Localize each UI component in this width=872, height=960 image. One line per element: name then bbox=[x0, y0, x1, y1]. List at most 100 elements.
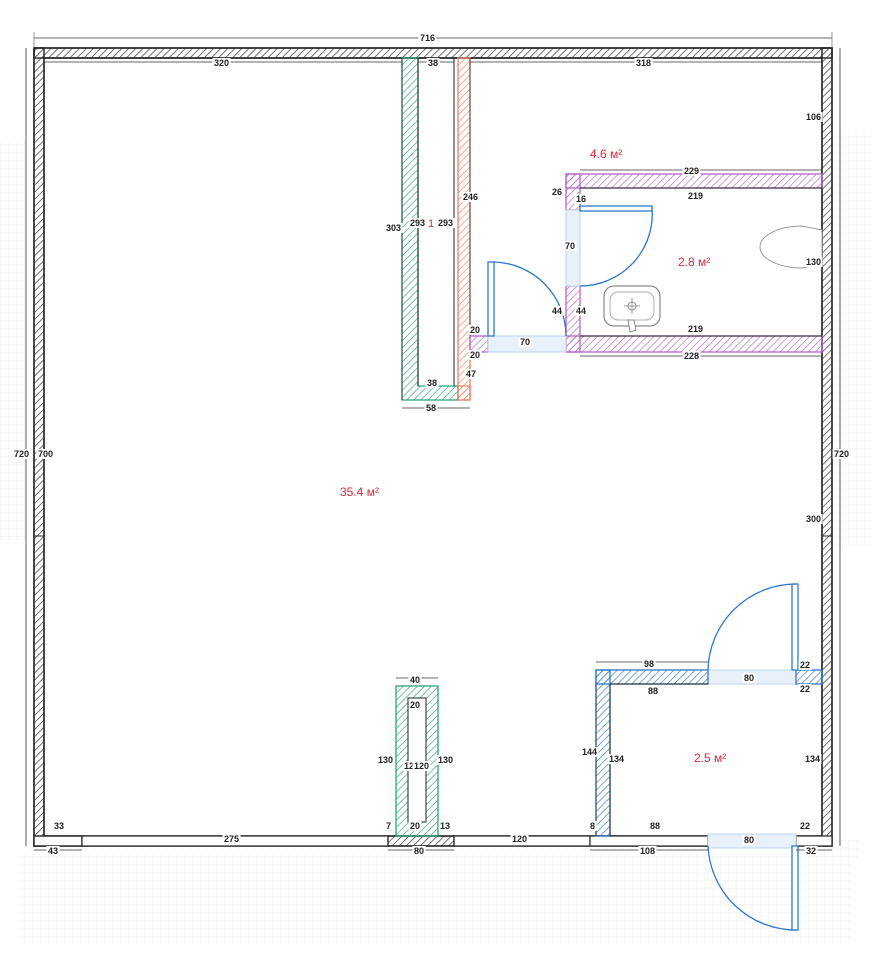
doors bbox=[487, 205, 799, 931]
dim-shaft-left: 303 bbox=[386, 223, 401, 233]
dim-label-backing bbox=[384, 223, 403, 233]
dim-label-backing bbox=[436, 755, 455, 765]
dim-shaft-inner-a: 293 bbox=[410, 218, 425, 228]
dim-label-backing bbox=[464, 369, 478, 379]
dim-label-backing bbox=[742, 673, 756, 683]
dim-label-backing bbox=[408, 675, 422, 685]
dim-closet-inner-top: 219 bbox=[688, 191, 703, 201]
dim-entry-right-top-a: 22 bbox=[800, 660, 810, 670]
dim-label-backing bbox=[212, 58, 231, 68]
bathroom-area: 2.8 м² bbox=[678, 255, 710, 269]
dim-bath-wall-b: 44 bbox=[576, 306, 586, 316]
dim-entry-bottom-inner: 88 bbox=[650, 821, 660, 831]
dim-shaft-mark: 1 bbox=[428, 218, 434, 230]
dim-right-outer: 720 bbox=[834, 449, 849, 459]
room-area-labels: 35.4 м² 4.6 м² 2.8 м² 2.5 м² bbox=[340, 147, 726, 765]
blue-entry-walls bbox=[595, 669, 823, 837]
dim-label-backing bbox=[518, 337, 532, 347]
dim-bottom-left: 43 bbox=[48, 846, 58, 856]
dim-entry-top: 98 bbox=[644, 659, 654, 669]
dim-duct-bottom: 80 bbox=[414, 846, 424, 856]
dim-label-backing bbox=[510, 834, 529, 844]
dim-stub-top: 20 bbox=[470, 325, 480, 335]
dim-duct-inner-right: 120 bbox=[414, 761, 429, 771]
dim-duct-bottom-l: 7 bbox=[386, 821, 391, 831]
dim-label-backing bbox=[803, 754, 822, 764]
dim-closet-left: 26 bbox=[552, 187, 562, 197]
dim-label-backing bbox=[384, 821, 393, 831]
dim-label-backing bbox=[468, 350, 482, 360]
dim-label-backing bbox=[574, 194, 588, 204]
dim-label-backing bbox=[580, 747, 599, 757]
dim-entry-top-inner: 88 bbox=[648, 686, 658, 696]
dim-bottom-gap: 120 bbox=[512, 834, 527, 844]
dim-bath-bottom-inner: 219 bbox=[688, 324, 703, 334]
dim-label-backing bbox=[832, 449, 851, 459]
dim-entry-door-bottom: 80 bbox=[744, 835, 754, 845]
dim-duct-inner-top: 20 bbox=[410, 700, 420, 710]
dim-label-backing bbox=[607, 754, 626, 764]
dim-bottom-entry: 108 bbox=[640, 846, 655, 856]
dim-top-mid: 38 bbox=[428, 58, 438, 68]
dim-coral-height: 246 bbox=[463, 192, 478, 202]
dim-closet-top: 229 bbox=[684, 166, 699, 176]
dim-bottom-mid: 275 bbox=[224, 834, 239, 844]
dim-label-backing bbox=[461, 192, 480, 202]
dim-shaft-gap: 47 bbox=[466, 369, 476, 379]
dim-hall-door: 70 bbox=[520, 337, 530, 347]
dim-label-backing bbox=[222, 834, 241, 844]
dim-label-backing bbox=[588, 821, 597, 831]
dim-entry-bottom-left: 8 bbox=[590, 821, 595, 831]
dim-closet-wall: 16 bbox=[576, 194, 586, 204]
dim-label-backing bbox=[574, 306, 588, 316]
main-room-area: 35.4 м² bbox=[340, 485, 379, 499]
dim-label-backing bbox=[648, 821, 662, 831]
dim-entry-right-top-b: 22 bbox=[800, 684, 810, 694]
dim-label-backing bbox=[550, 187, 564, 197]
entry-area: 2.5 м² bbox=[694, 751, 726, 765]
dim-entry-right: 134 bbox=[805, 754, 820, 764]
dim-label-backing bbox=[804, 257, 823, 267]
dim-label-backing bbox=[408, 821, 422, 831]
dim-duct-right: 130 bbox=[438, 755, 453, 765]
dim-label-backing bbox=[798, 660, 812, 670]
dim-stub-bottom: 20 bbox=[470, 350, 480, 360]
dim-label-backing bbox=[686, 324, 705, 334]
dim-label-backing bbox=[412, 761, 431, 771]
dim-duct-top: 40 bbox=[410, 675, 420, 685]
dimension-lines bbox=[25, 32, 841, 851]
dim-label-backing bbox=[798, 821, 812, 831]
dim-label-backing bbox=[425, 378, 439, 388]
dim-bath-bottom-outer: 228 bbox=[684, 351, 699, 361]
dim-label-backing bbox=[804, 846, 818, 856]
dim-label-backing bbox=[804, 112, 823, 122]
violet-walls bbox=[469, 173, 823, 353]
dim-label-backing bbox=[646, 686, 660, 696]
dim-label-backing bbox=[412, 846, 426, 856]
dim-top-right: 318 bbox=[636, 58, 651, 68]
dim-label-backing bbox=[642, 659, 656, 669]
dim-label-backing bbox=[36, 449, 55, 459]
dim-label-backing bbox=[634, 58, 653, 68]
dim-entry-door-top: 80 bbox=[744, 673, 754, 683]
dim-label-backing bbox=[12, 449, 31, 459]
dim-label-backing bbox=[46, 846, 60, 856]
dim-duct-bottom-inner: 20 bbox=[410, 821, 420, 831]
dim-label-backing bbox=[438, 821, 452, 831]
dim-label-backing bbox=[638, 846, 657, 856]
dim-shaft-bottom-outer: 58 bbox=[426, 403, 436, 413]
dim-label-backing bbox=[682, 166, 701, 176]
dim-duct-bottom-r: 13 bbox=[440, 821, 450, 831]
dim-left-outer: 720 bbox=[14, 449, 29, 459]
dim-label-backing bbox=[804, 514, 823, 524]
dim-label-backing bbox=[468, 325, 482, 335]
dim-shaft-inner-b: 293 bbox=[438, 218, 453, 228]
dim-label-backing bbox=[563, 241, 577, 251]
dim-left-inner: 700 bbox=[38, 449, 53, 459]
dim-bath-right: 130 bbox=[806, 257, 821, 267]
dim-bath-door: 70 bbox=[565, 241, 575, 251]
dim-right-lower: 300 bbox=[806, 514, 821, 524]
dim-label-backing bbox=[682, 351, 701, 361]
coral-partition bbox=[457, 57, 471, 401]
closet-area: 4.6 м² bbox=[590, 147, 622, 161]
